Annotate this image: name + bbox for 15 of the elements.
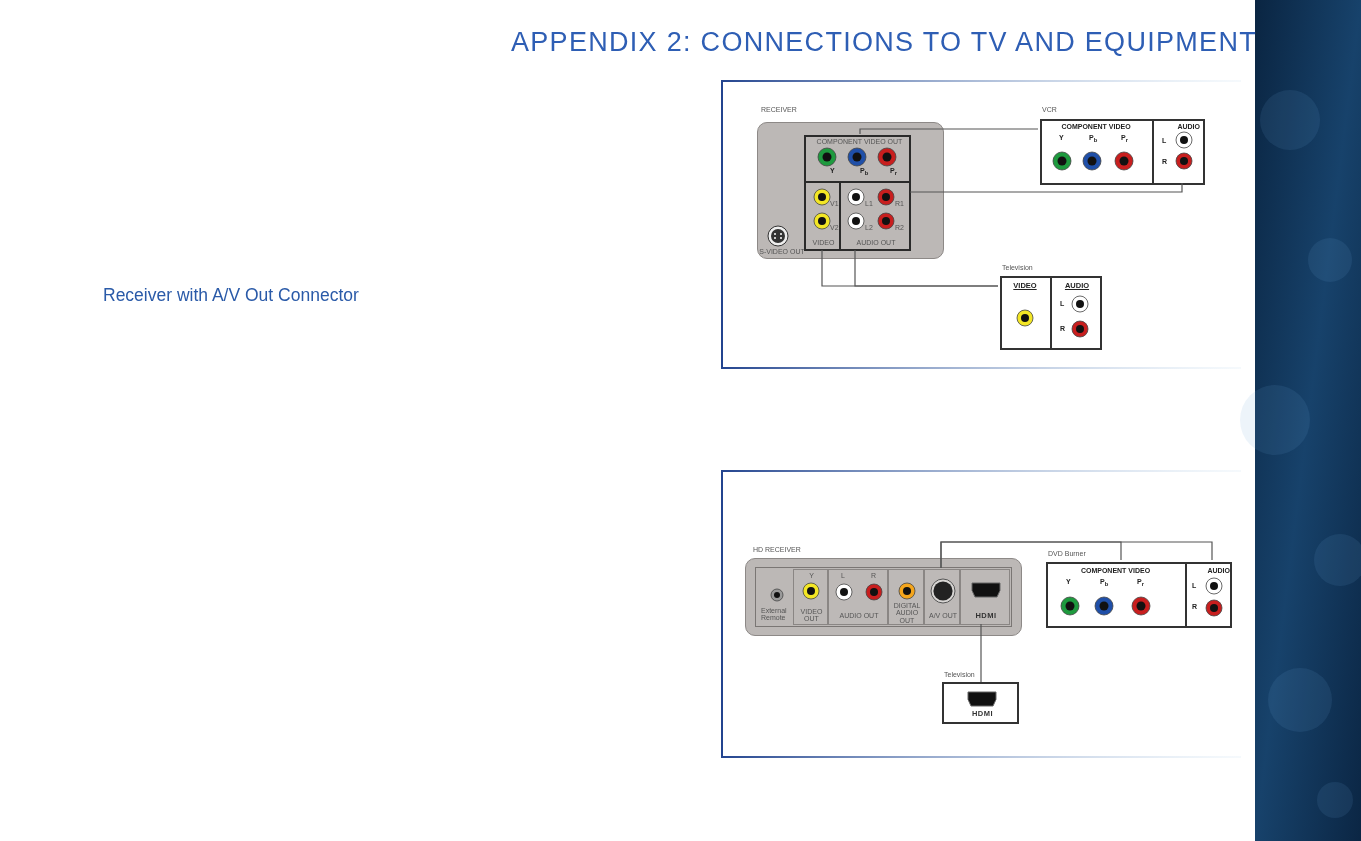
jack-group-box — [804, 135, 911, 183]
port-cell — [888, 569, 924, 625]
connection-line — [980, 623, 982, 683]
port-cell — [960, 569, 1010, 625]
port-cell — [924, 569, 960, 625]
jack-group-box — [804, 181, 841, 251]
connection-line — [854, 249, 999, 287]
section-heading: Receiver with A/V Out Connector — [103, 285, 359, 306]
connection-line — [940, 541, 1213, 569]
connection-line — [859, 128, 1039, 135]
port-cell — [793, 569, 828, 625]
port-cell — [828, 569, 888, 625]
page-title: APPENDIX 2: CONNECTIONS TO TV AND EQUIPMENT — [510, 27, 1257, 58]
jack-group-box — [839, 181, 911, 251]
connection-line — [909, 182, 1183, 193]
